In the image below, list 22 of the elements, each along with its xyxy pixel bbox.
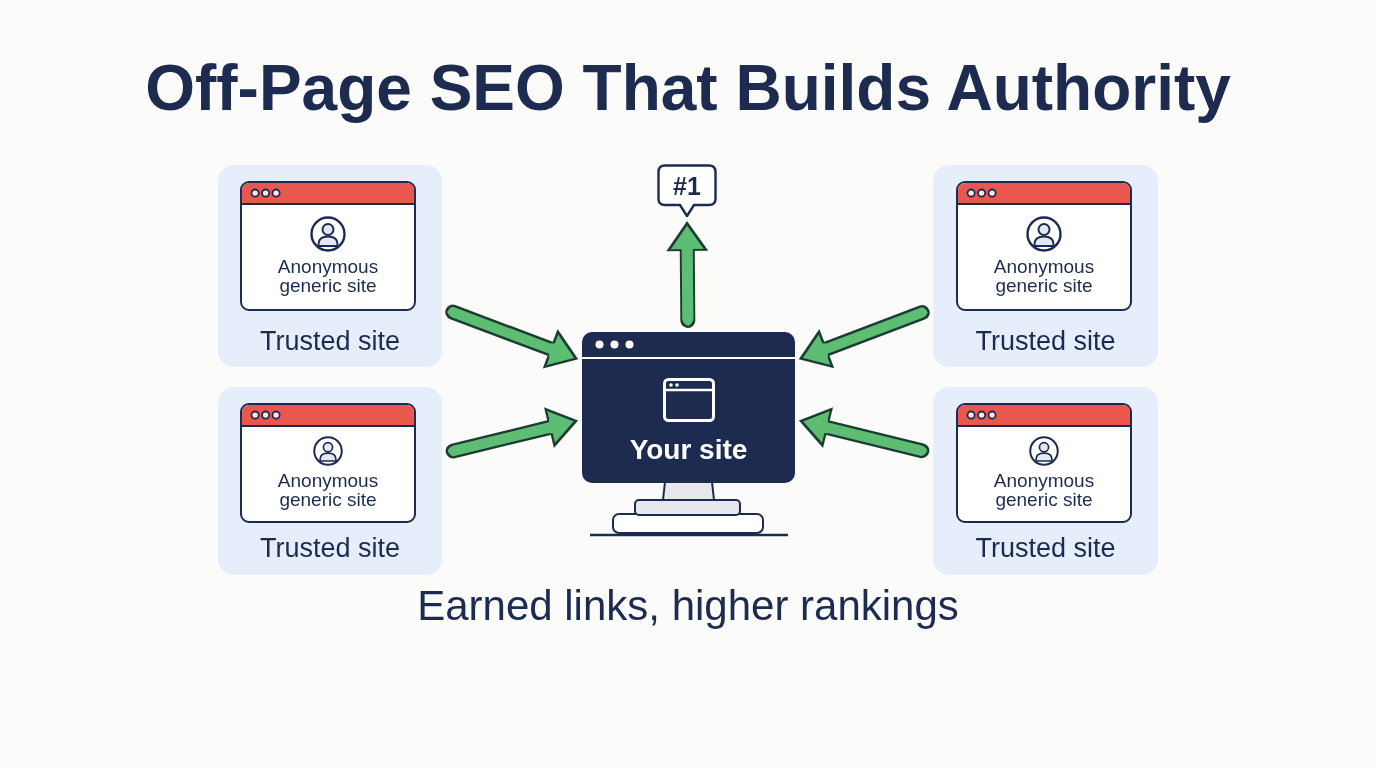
card-title: Trusted site — [975, 325, 1116, 357]
card-title: Trusted site — [259, 325, 401, 357]
site-card — [218, 387, 442, 575]
site-label: Anonymous generic site — [992, 470, 1096, 509]
browser-window — [956, 403, 1132, 523]
rank-label: #1 — [673, 172, 701, 200]
card-title: Trusted site — [259, 532, 401, 564]
speech-bubble — [657, 164, 717, 217]
site-card — [933, 387, 1158, 575]
site-label: Anonymous generic site — [992, 256, 1096, 295]
browser-window — [240, 403, 416, 523]
site-label: Anonymous generic site — [276, 470, 380, 509]
monitor-screen — [582, 332, 795, 483]
title: Off-Page SEO That Builds Authority — [145, 52, 1231, 124]
screen-label: Your site — [629, 433, 748, 467]
caption: Earned links, higher rankings — [417, 581, 959, 631]
browser-window — [240, 181, 416, 311]
site-card — [218, 165, 442, 367]
browser-window — [956, 181, 1132, 311]
site-card — [933, 165, 1158, 367]
site-label: Anonymous generic site — [276, 256, 380, 295]
card-title: Trusted site — [975, 532, 1116, 564]
